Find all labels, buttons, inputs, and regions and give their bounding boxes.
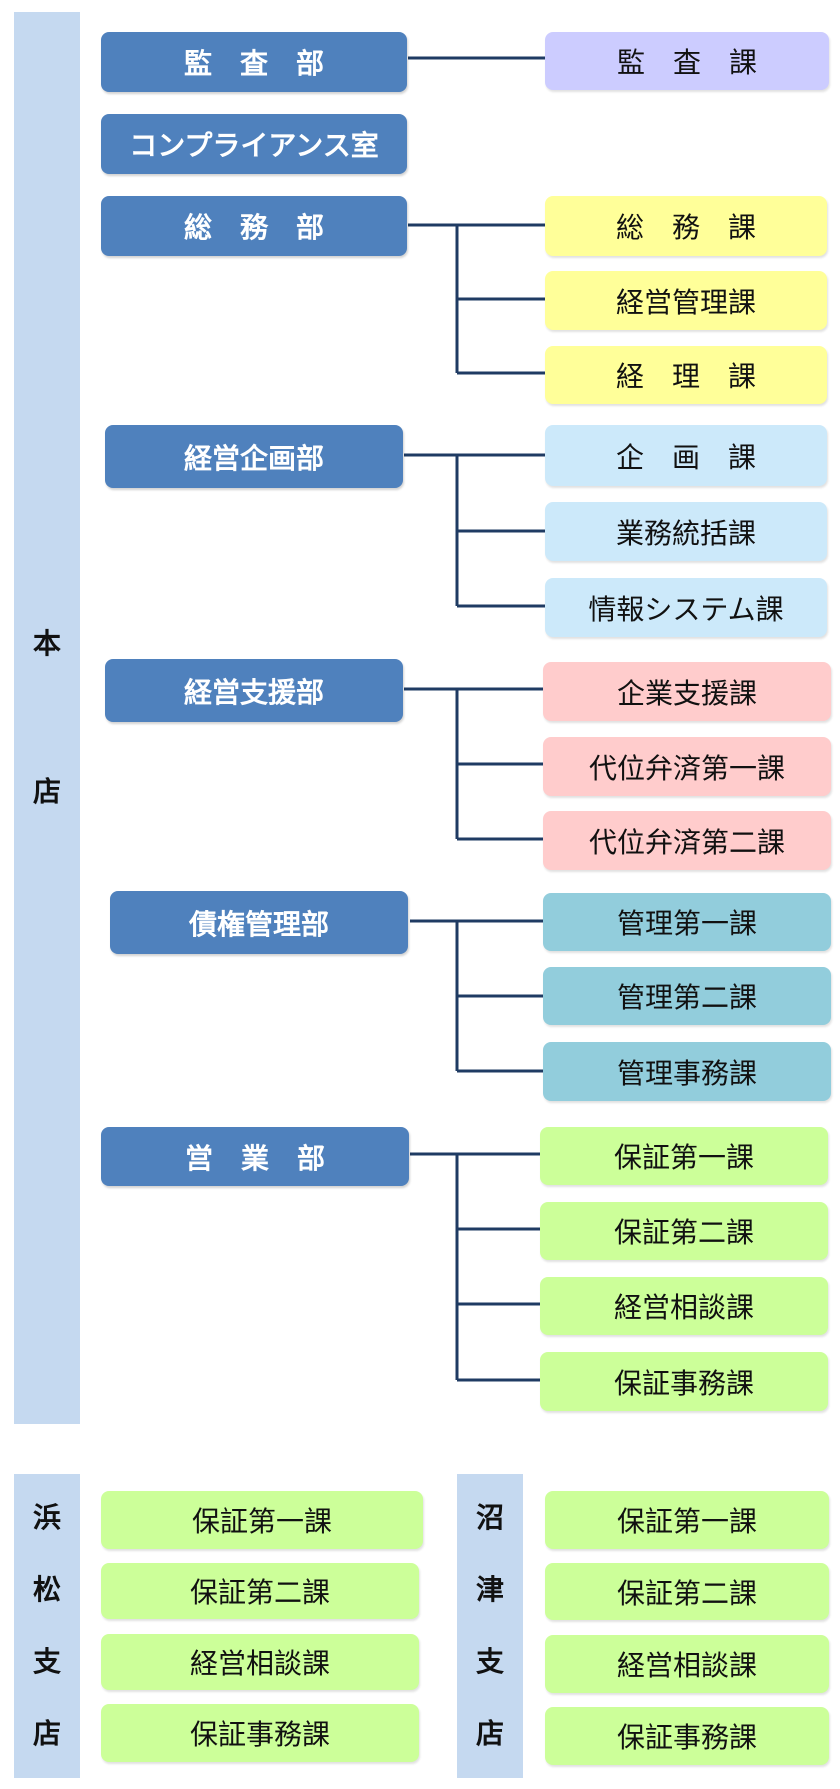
dept-box: 営 業 部 xyxy=(101,1127,409,1186)
section-box: 情報システム課 xyxy=(545,578,827,637)
section-box: 経営管理課 xyxy=(545,271,827,330)
section-box: 管理第二課 xyxy=(543,967,831,1025)
section-box: 経営相談課 xyxy=(545,1635,829,1693)
dept-box: 経営企画部 xyxy=(105,425,403,488)
branch-char: 津 xyxy=(475,1573,504,1606)
section-box: 管理事務課 xyxy=(543,1042,831,1101)
section-box: 総 務 課 xyxy=(545,196,827,256)
honten-label: 本 店 xyxy=(14,12,80,1424)
section-box: 代位弁済第一課 xyxy=(543,737,831,796)
dept-box: 総 務 部 xyxy=(101,196,407,256)
section-box: 管理第一課 xyxy=(543,893,831,951)
section-box: 保証事務課 xyxy=(540,1352,828,1411)
branch-char: 店 xyxy=(475,1717,504,1750)
section-box: 保証第二課 xyxy=(545,1563,829,1620)
dept-box: 経営支援部 xyxy=(105,659,403,722)
section-box: 企業支援課 xyxy=(543,662,831,721)
branch-char: 浜 xyxy=(32,1501,61,1534)
section-box: 保証第一課 xyxy=(540,1127,828,1185)
branch-char: 支 xyxy=(32,1645,61,1678)
section-box: 保証第二課 xyxy=(540,1202,828,1260)
section-box: 保証第二課 xyxy=(101,1563,419,1619)
section-box: 経営相談課 xyxy=(540,1277,828,1335)
dept-box: コンプライアンス室 xyxy=(101,114,407,174)
numazu-branch-label: 沼 津 支 店 xyxy=(457,1474,523,1778)
branch-char: 店 xyxy=(32,1717,61,1750)
section-box: 代位弁済第二課 xyxy=(543,811,831,870)
branch-char: 沼 xyxy=(475,1501,504,1534)
dept-box: 債権管理部 xyxy=(110,891,408,954)
hamamatsu-branch-label: 浜 松 支 店 xyxy=(14,1474,80,1778)
section-box: 業務統括課 xyxy=(545,502,827,561)
honten-char: 店 xyxy=(32,775,61,808)
section-box: 企 画 課 xyxy=(545,425,827,486)
section-box: 監 査 課 xyxy=(545,32,829,90)
section-box: 保証第一課 xyxy=(545,1491,829,1549)
section-box: 保証事務課 xyxy=(101,1704,419,1762)
branch-char: 支 xyxy=(475,1645,504,1678)
section-box: 経営相談課 xyxy=(101,1634,419,1690)
section-box: 保証事務課 xyxy=(545,1707,829,1765)
branch-char: 松 xyxy=(32,1573,61,1606)
honten-char: 本 xyxy=(32,627,61,660)
dept-box: 監 査 部 xyxy=(101,32,407,92)
section-box: 経 理 課 xyxy=(545,346,827,404)
section-box: 保証第一課 xyxy=(101,1491,423,1549)
